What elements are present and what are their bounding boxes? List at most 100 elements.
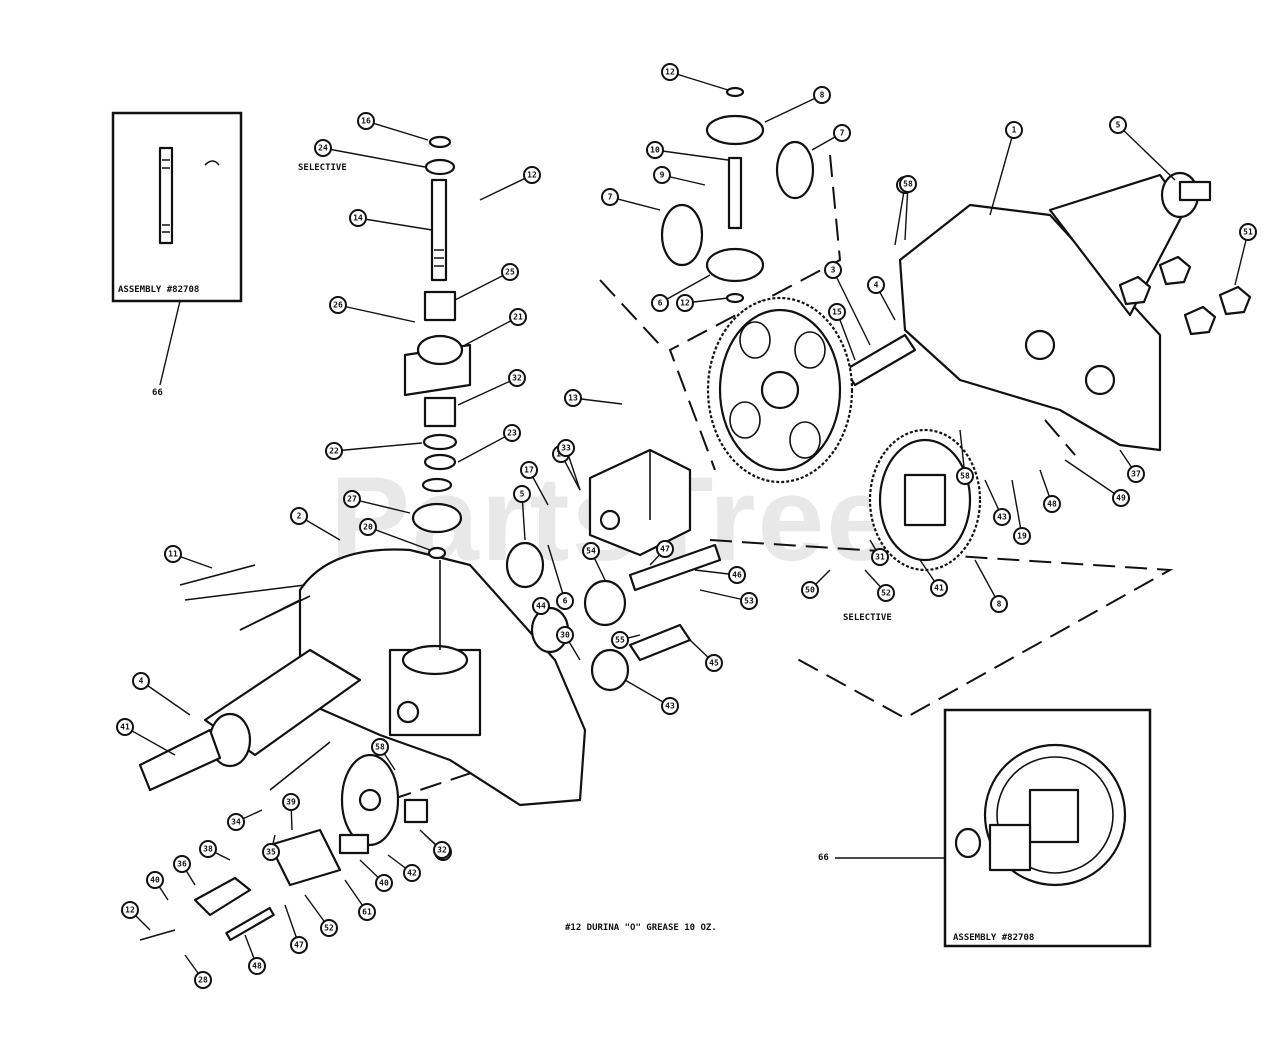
brake-linkage	[139, 584, 429, 942]
differential-gears	[660, 86, 815, 304]
callout-number: 35	[266, 848, 276, 857]
callout-leader	[654, 149, 729, 161]
callout-leader	[322, 147, 426, 168]
callout-39: 39	[282, 793, 300, 831]
callout-number: 5	[1116, 121, 1121, 130]
callout-circle	[556, 626, 574, 644]
callout-circle	[1109, 116, 1127, 134]
callout-52: 52	[304, 894, 338, 937]
callout-4: 4	[867, 276, 896, 321]
callout-34: 34	[227, 809, 263, 831]
callout-8: 8	[974, 559, 1008, 613]
callout-number: 40	[379, 879, 389, 888]
callout-circle	[705, 654, 723, 672]
callout-2: 2	[290, 507, 341, 541]
callout-leader	[351, 498, 411, 514]
callout-23: 23	[457, 424, 521, 463]
callout-leader	[1011, 479, 1023, 537]
callout-number: 58	[903, 180, 913, 189]
callout-circle	[375, 874, 393, 892]
callout-circle	[1005, 121, 1023, 139]
callout-leader	[365, 120, 429, 141]
callout-circle	[611, 631, 629, 649]
callout-circle	[343, 490, 361, 508]
callout-leader	[337, 304, 416, 323]
callout-number: 40	[150, 876, 160, 885]
callout-number: 23	[507, 429, 517, 438]
callout-5: 5	[1109, 116, 1176, 181]
callout-9: 9	[653, 166, 706, 186]
callout-number: 30	[560, 631, 570, 640]
callout-circle	[877, 584, 895, 602]
inset-callout-number: 66	[818, 853, 829, 863]
callout-6: 6	[547, 544, 574, 610]
callout-number: 58	[960, 472, 970, 481]
callout-circle	[358, 903, 376, 921]
callout-circle	[1239, 223, 1257, 241]
inset-right-caption: ASSEMBLY #82708	[953, 933, 1034, 943]
callout-circle	[601, 188, 619, 206]
callout-number: 42	[407, 869, 417, 878]
callout-44: 44	[532, 597, 550, 615]
callout-circle	[828, 303, 846, 321]
callout-circle	[676, 294, 694, 312]
callout-circle	[164, 545, 182, 563]
callout-circle	[661, 697, 679, 715]
callout-circle	[523, 166, 541, 184]
callout-number: 26	[333, 301, 343, 310]
callout-number: 3	[831, 266, 836, 275]
callout-number: 6	[658, 299, 663, 308]
callout-6: 6	[651, 274, 711, 312]
callout-number: 9	[660, 171, 665, 180]
callout-number: 50	[805, 586, 815, 595]
callout-28: 28	[184, 954, 212, 989]
callout-50: 50	[801, 569, 831, 599]
callout-circle	[867, 276, 885, 294]
callout-circle	[116, 718, 134, 736]
callout-leader	[367, 526, 431, 551]
callout-30: 30	[556, 626, 581, 661]
callout-19: 19	[1011, 479, 1031, 545]
callout-number: 20	[363, 523, 373, 532]
callout-circle	[349, 209, 367, 227]
callout-leader	[1064, 459, 1122, 499]
callout-number: 2	[297, 512, 302, 521]
callout-number: 5	[520, 490, 525, 499]
callout-circle	[433, 841, 451, 859]
callout-number: 41	[120, 723, 130, 732]
callout-circle	[262, 843, 280, 861]
callout-33: 33	[557, 439, 581, 491]
callout-leader	[764, 94, 823, 123]
callout-leader	[547, 544, 566, 602]
callout-circle	[194, 971, 212, 989]
callout-number: 36	[177, 860, 187, 869]
selective-note-lower: SELECTIVE	[843, 613, 892, 623]
callout-10: 10	[646, 141, 729, 161]
inset-right-assembly: ASSEMBLY #82708	[835, 708, 1152, 948]
callout-43: 43	[984, 479, 1011, 526]
callout-circle	[728, 566, 746, 584]
callout-number: 34	[231, 818, 241, 827]
callout-number: 16	[361, 117, 371, 126]
callout-number: 43	[665, 702, 675, 711]
callout-circle	[282, 793, 300, 811]
callout-7: 7	[601, 188, 661, 211]
callout-circle	[121, 901, 139, 919]
callout-27: 27	[343, 490, 411, 514]
callout-number: 33	[561, 444, 571, 453]
callout-41: 41	[116, 718, 176, 756]
callout-circle	[513, 485, 531, 503]
callout-circle	[320, 919, 338, 937]
callout-leader	[357, 217, 433, 231]
callout-circle	[371, 738, 389, 756]
callout-circle	[656, 540, 674, 558]
callout-circle	[1043, 495, 1061, 513]
callout-number: 12	[527, 171, 537, 180]
callout-14: 14	[349, 209, 433, 231]
callout-leader	[333, 442, 423, 452]
callout-53: 53	[699, 589, 758, 610]
callout-61: 61	[344, 879, 376, 921]
callout-number: 53	[744, 597, 754, 606]
right-transaxle-housing	[843, 171, 1252, 452]
callout-26: 26	[329, 296, 416, 323]
